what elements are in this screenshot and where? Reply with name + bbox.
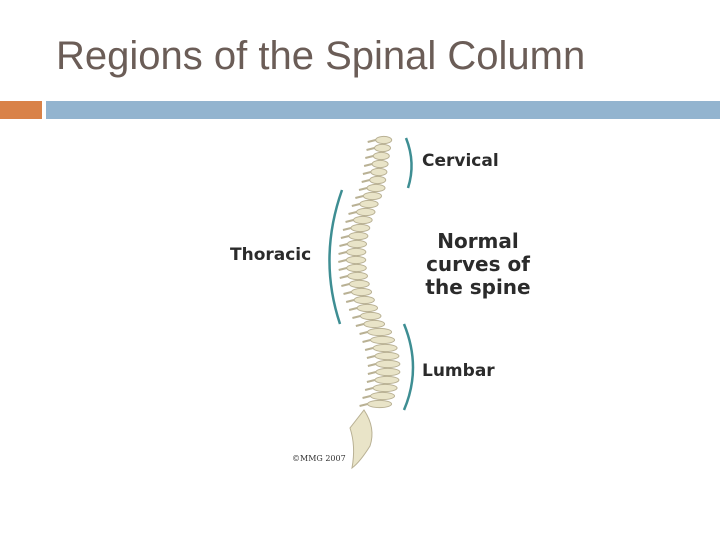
vertebra <box>353 295 375 305</box>
normal-curves-line-2: curves of <box>426 252 530 276</box>
vertebra <box>356 207 376 217</box>
spinous-process <box>348 307 358 311</box>
spinous-process <box>364 347 374 351</box>
spinous-process <box>366 147 375 151</box>
vertebra <box>346 239 368 249</box>
sacrum <box>349 409 373 470</box>
spinous-process <box>358 187 368 191</box>
vertebra <box>347 271 368 281</box>
vertebra <box>356 303 379 313</box>
vertebra <box>374 351 400 361</box>
vertebra <box>372 383 398 393</box>
normal-curves-line-3: the spine <box>425 275 531 299</box>
spinous-process <box>363 163 373 167</box>
normal-curves-label: Normal curves of the spine <box>418 230 538 299</box>
vertebra <box>367 327 393 337</box>
spinous-process <box>362 339 371 343</box>
spinous-process <box>361 179 370 183</box>
vertebra <box>375 367 401 377</box>
vertebra <box>375 359 401 369</box>
spinous-process <box>355 323 365 327</box>
spinous-process <box>343 291 352 295</box>
lumbar-bracket <box>402 323 415 411</box>
vertebra <box>372 343 398 353</box>
vertebra <box>371 159 389 169</box>
cervical-bracket <box>404 137 413 189</box>
thoracic-bracket <box>328 189 344 325</box>
slide-title: Regions of the Spinal Column <box>56 34 586 78</box>
spine-illustration <box>328 135 415 470</box>
spine-diagram: Cervical Thoracic Lumbar Normal curves o… <box>200 128 560 478</box>
vertebra <box>359 311 382 321</box>
vertebra <box>375 135 393 145</box>
vertebra <box>351 287 373 297</box>
normal-curves-line-1: Normal <box>437 229 519 253</box>
vertebral-column <box>338 135 401 470</box>
spinous-process <box>365 155 374 159</box>
spinous-process <box>338 259 347 263</box>
lumbar-label: Lumbar <box>422 361 495 381</box>
accent-bar-blue <box>46 101 720 119</box>
vertebra <box>363 319 386 329</box>
spinous-process <box>367 371 377 375</box>
spinous-process <box>339 275 348 279</box>
spinous-process <box>367 139 376 143</box>
spinous-process <box>338 267 347 271</box>
spinous-process <box>366 379 376 383</box>
spinous-process <box>340 235 350 239</box>
spinous-process <box>341 283 350 287</box>
spinous-process <box>362 171 372 175</box>
spinous-process <box>342 227 352 231</box>
spinous-process <box>351 203 361 207</box>
vertebra <box>372 151 390 161</box>
vertebra <box>362 191 383 201</box>
copyright-text: ©MMG 2007 <box>292 454 346 463</box>
spinous-process <box>348 211 357 215</box>
spinous-process <box>345 219 354 223</box>
spinous-process <box>339 243 348 247</box>
spinous-process <box>364 387 374 391</box>
spinous-process <box>352 315 361 319</box>
vertebra <box>359 199 379 209</box>
vertebra <box>374 143 391 153</box>
vertebra <box>374 375 400 385</box>
spinous-process <box>338 251 347 255</box>
spinous-process <box>359 331 368 335</box>
vertebra <box>348 231 369 241</box>
spinous-process <box>367 363 377 367</box>
vertebra <box>348 279 370 289</box>
spinous-process <box>355 195 364 199</box>
vertebra <box>366 183 386 193</box>
accent-bar-orange <box>0 101 42 119</box>
vertebra <box>350 223 371 233</box>
vertebra <box>346 263 367 273</box>
vertebra <box>345 255 367 265</box>
thoracic-label: Thoracic <box>230 245 312 265</box>
spinous-process <box>359 403 368 407</box>
vertebra <box>367 399 393 409</box>
vertebra <box>370 391 396 401</box>
vertebra <box>370 335 396 345</box>
cervical-label: Cervical <box>422 151 499 171</box>
spinous-process <box>345 299 355 303</box>
spinous-process <box>366 355 376 359</box>
vertebra <box>353 215 373 225</box>
spinous-process <box>362 395 371 399</box>
vertebra <box>370 167 388 177</box>
vertebra <box>346 247 367 257</box>
vertebra <box>369 175 387 185</box>
